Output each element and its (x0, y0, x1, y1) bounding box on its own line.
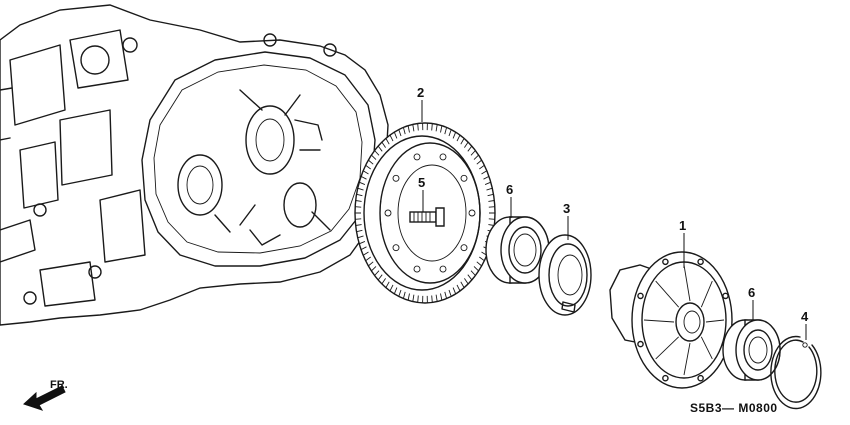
callout-2-label: 2 (417, 85, 424, 100)
callout-4: 4 (801, 309, 809, 340)
diagram-code: S5B3— M0800 (690, 401, 778, 415)
oil-guide-plate (538, 234, 592, 316)
callout-1: 1 (679, 218, 686, 268)
callout-2: 2 (417, 85, 424, 122)
callout-5: 5 (418, 175, 425, 212)
transmission-housing (0, 4, 389, 326)
callout-1-label: 1 (679, 218, 686, 233)
callout-3-label: 3 (563, 201, 570, 216)
callout-6-lower: 6 (748, 285, 755, 320)
front-direction-indicator: FR. (23, 379, 68, 411)
ball-bearing-lower (722, 319, 781, 381)
snap-ring (770, 335, 822, 410)
callout-6-upper: 6 (506, 182, 513, 218)
callout-6-upper-label: 6 (506, 182, 513, 197)
front-arrow-icon (23, 385, 66, 411)
bolt (409, 207, 445, 227)
callout-6-lower-label: 6 (748, 285, 755, 300)
callout-3: 3 (563, 201, 570, 240)
callout-4-label: 4 (801, 309, 809, 324)
front-direction-label: FR. (50, 379, 68, 391)
differential-assembly (609, 251, 733, 389)
callout-5-label: 5 (418, 175, 425, 190)
